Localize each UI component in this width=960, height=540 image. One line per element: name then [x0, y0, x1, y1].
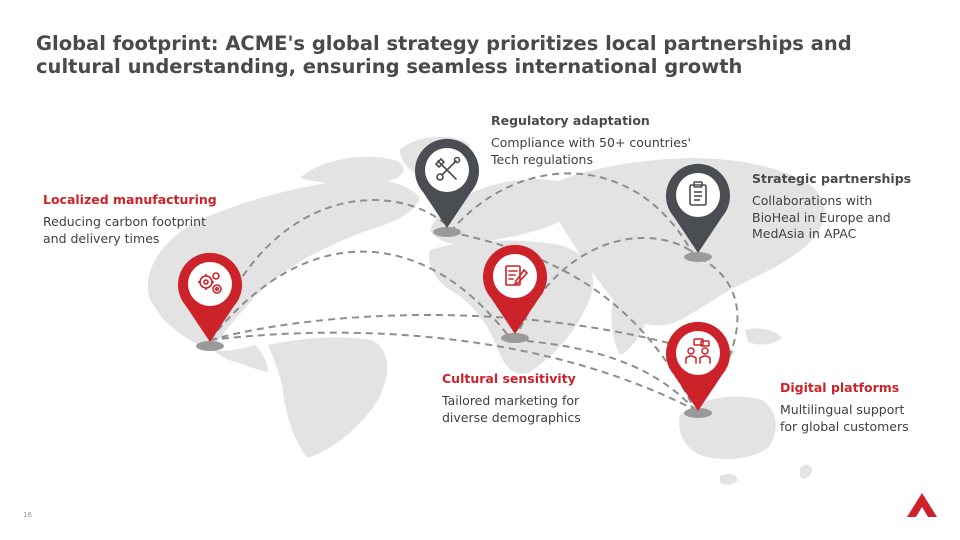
- point-description: Compliance with 50+ countries' Tech regu…: [491, 135, 691, 167]
- route-line: [209, 331, 696, 411]
- point-heading: Localized manufacturing: [43, 192, 217, 207]
- point-strategic: Strategic partnerships Collaborations wi…: [752, 171, 911, 243]
- slide-title: Global footprint: ACME's global strategy…: [36, 32, 852, 78]
- point-description: Tailored marketing for diverse demograph…: [442, 393, 581, 425]
- point-heading: Strategic partnerships: [752, 171, 912, 186]
- point-description: Multilingual support for global customer…: [780, 402, 909, 434]
- route-line: [209, 250, 511, 341]
- point-regulatory: Regulatory adaptation Compliance with 50…: [491, 113, 691, 168]
- point-heading: Regulatory adaptation: [491, 113, 650, 128]
- point-heading: Cultural sensitivity: [442, 371, 576, 386]
- page-number: 16: [23, 511, 32, 519]
- company-logo: [907, 493, 937, 517]
- point-cultural: Cultural sensitivity Tailored marketing …: [442, 371, 581, 426]
- point-heading: Digital platforms: [780, 380, 900, 395]
- point-digital: Digital platforms Multilingual support f…: [780, 380, 909, 435]
- route-line: [209, 314, 696, 351]
- point-localized: Localized manufacturing Reducing carbon …: [43, 192, 217, 247]
- world-map: [147, 136, 825, 485]
- point-description: Reducing carbon footprint and delivery t…: [43, 214, 206, 246]
- point-description: Collaborations with BioHeal in Europe an…: [752, 193, 891, 241]
